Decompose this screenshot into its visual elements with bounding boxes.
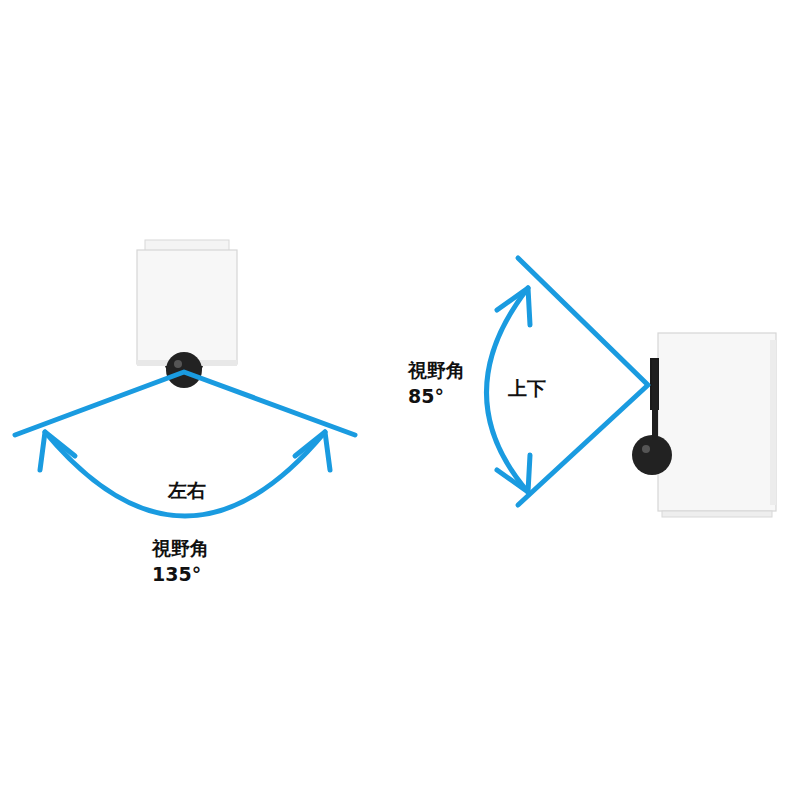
camera-front — [137, 240, 237, 388]
direction-label: 左右 — [168, 478, 228, 504]
angle-label: 視野角 85° — [408, 358, 472, 409]
camera-side — [632, 333, 776, 517]
direction-label: 上下 — [508, 376, 568, 402]
fov-vertical — [487, 258, 649, 505]
fov-horizontal — [15, 372, 355, 516]
angle-label: 視野角 135° — [152, 536, 222, 587]
